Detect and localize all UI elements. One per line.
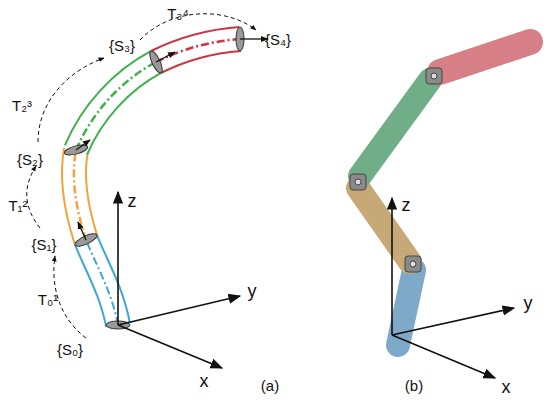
frame-label: {S₂} [16,152,44,169]
axis-label: y [247,282,258,302]
transform-label: T₃⁴ [166,6,190,23]
frame-label: {S₃} [108,38,136,55]
axis-label: z [401,196,412,216]
frame-label: {S₀} [56,342,84,359]
transform-label: T₁² [7,198,28,215]
transform-label: T₂³ [11,98,33,115]
frame-label: {S₁} [30,237,57,254]
frame-label: {S₄} [264,32,292,49]
axis-label: x [501,378,512,398]
panel-label: (a) [260,378,280,395]
panel-label: (b) [404,378,424,395]
axis-label: x [199,372,210,392]
transform-label: T₀¹ [37,292,59,309]
axis-label: y [523,294,534,314]
axis-label: z [127,192,138,212]
